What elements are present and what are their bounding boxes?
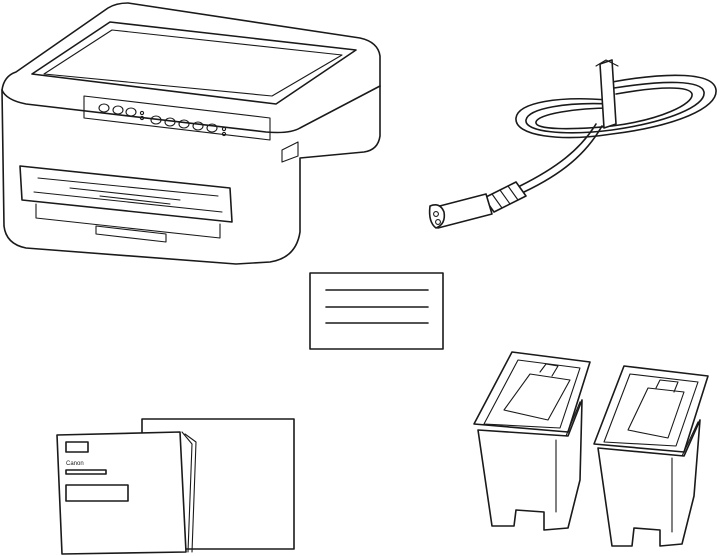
ink-cartridge-left <box>473 351 591 531</box>
booklet-pages <box>181 431 193 553</box>
cord-coil-middle <box>525 81 705 134</box>
twist-tie-end <box>595 59 619 67</box>
info-card <box>309 272 444 350</box>
booklet-info-box <box>65 484 129 502</box>
cord-lead <box>519 123 597 187</box>
indicator-icon <box>139 115 145 121</box>
button-icon <box>98 103 110 113</box>
booklet-title-bar <box>65 469 107 475</box>
control-panel <box>83 95 271 141</box>
button-icon <box>192 121 204 131</box>
indicator-icon <box>139 110 145 116</box>
cartridge-body <box>597 419 701 547</box>
strain-relief-ridges <box>491 185 519 209</box>
button-icon <box>125 107 137 117</box>
cartridge-top-inner <box>603 373 699 447</box>
button-icon <box>112 105 124 115</box>
cord-lead-2 <box>523 125 603 193</box>
cassette-handle <box>95 225 167 243</box>
booklet-pages <box>184 433 197 553</box>
cartridge-opening <box>627 387 685 439</box>
cord-coil-outer <box>515 74 717 139</box>
booklet-label-box <box>65 441 89 453</box>
power-cord <box>428 59 717 229</box>
button-icon <box>206 123 218 133</box>
tray-guide <box>69 187 181 205</box>
card-outline <box>309 272 444 350</box>
indicator-icon <box>221 131 227 137</box>
cartridge-opening <box>503 373 571 421</box>
printer <box>1 2 381 265</box>
button-icon <box>150 115 162 125</box>
paper-output-slot <box>19 165 233 223</box>
cartridge-tab <box>539 363 559 377</box>
cartridge-top-rim <box>593 365 709 453</box>
paper-cassette <box>35 203 221 239</box>
control-buttons <box>98 103 227 137</box>
side-latch <box>281 141 299 163</box>
indicator-icon <box>221 126 227 132</box>
button-icon <box>164 117 176 127</box>
scanner-lid-inner <box>43 29 343 97</box>
booklet-brand: Canon <box>66 461 84 467</box>
printer-body <box>1 2 381 265</box>
button-icon <box>178 119 190 129</box>
cartridge-tab <box>655 379 679 393</box>
twist-tie <box>599 59 617 129</box>
cartridge-top-inner <box>483 359 581 429</box>
cartridge-edge <box>671 421 699 533</box>
output-tray-lines <box>33 177 223 213</box>
scanner-lid <box>31 21 357 105</box>
cartridge-top-rim <box>473 351 591 433</box>
printer-top-edge <box>1 85 381 134</box>
plug-socket-icon <box>433 211 439 217</box>
ink-cartridge-right <box>593 365 709 547</box>
manuals: Canon <box>56 418 295 555</box>
plug-socket-icon <box>435 219 441 225</box>
cartridge-edge <box>555 401 581 513</box>
